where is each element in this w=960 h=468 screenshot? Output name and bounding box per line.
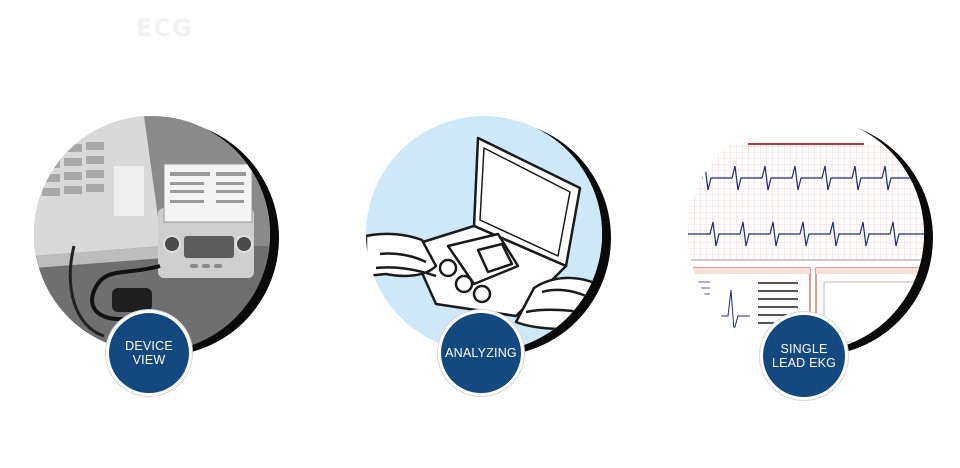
hands-holding-device-illustration-icon [366, 116, 602, 352]
ekg-report-screenshot-icon [688, 116, 924, 352]
device-view-label: DEVICE VIEW [125, 339, 173, 367]
feature-device-view[interactable]: DEVICE VIEW [30, 112, 280, 402]
ekg-report-circle [688, 116, 924, 352]
device-photo-circle [34, 116, 270, 352]
faint-logo-watermark: ECG [136, 14, 193, 42]
handheld-ecg-device-photo-icon [34, 116, 270, 352]
analyzing-illustration-circle [366, 116, 602, 352]
feature-analyzing[interactable]: ANALYZING [362, 112, 612, 402]
device-view-badge[interactable]: DEVICE VIEW [106, 310, 192, 396]
feature-single-lead-ekg[interactable]: SINGLE LEAD EKG [684, 112, 934, 402]
analyzing-badge[interactable]: ANALYZING [438, 310, 524, 396]
single-lead-ekg-label: SINGLE LEAD EKG [771, 342, 837, 370]
single-lead-ekg-badge[interactable]: SINGLE LEAD EKG [760, 312, 848, 400]
analyzing-label: ANALYZING [445, 346, 517, 360]
